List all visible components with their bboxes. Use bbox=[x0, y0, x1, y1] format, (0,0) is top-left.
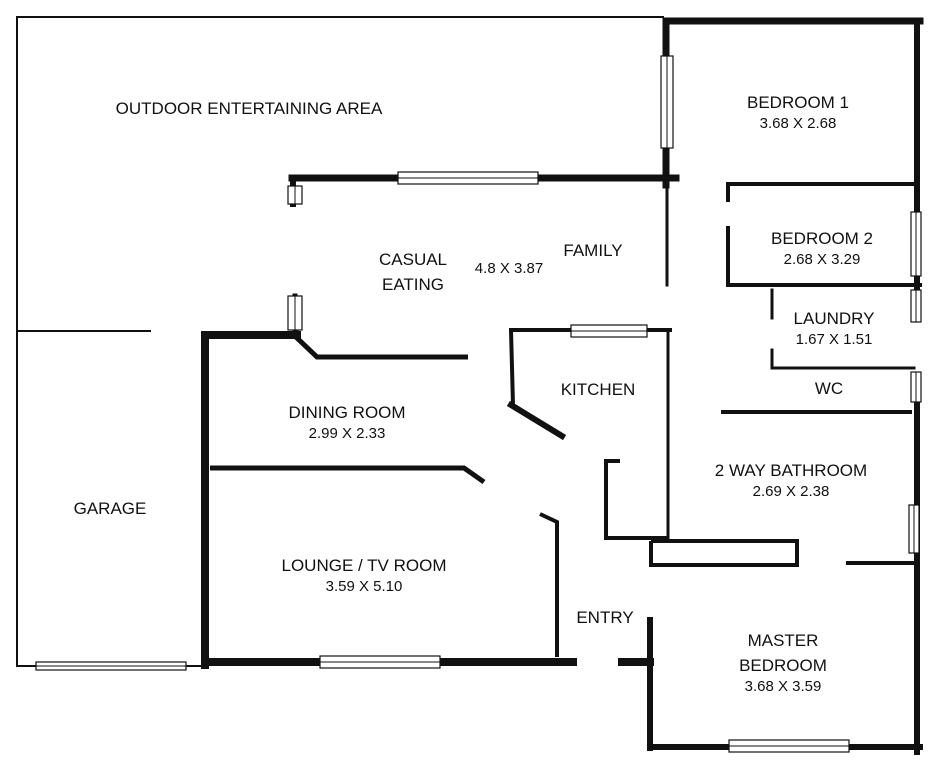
linen-cupboard bbox=[649, 539, 799, 567]
lounge-label: LOUNGE / TV ROOM 3.59 X 5.10 bbox=[282, 555, 447, 597]
laundry-dims: 1.67 X 1.51 bbox=[795, 331, 873, 348]
bathroom-dims: 2.69 X 2.38 bbox=[752, 483, 830, 500]
bathroom-name: 2 WAY BATHROOM bbox=[714, 461, 868, 480]
outdoor-area-label: OUTDOOR ENTERTAINING AREA bbox=[116, 98, 383, 119]
family-name: FAMILY bbox=[563, 241, 623, 260]
casual-eating-name-line2: EATING bbox=[381, 275, 445, 294]
bedroom2-label: BEDROOM 2 2.68 X 3.29 bbox=[771, 228, 873, 270]
wc-label: WC bbox=[815, 378, 843, 399]
entry-label: ENTRY bbox=[576, 607, 633, 628]
entry-name: ENTRY bbox=[576, 608, 634, 627]
master-bedroom-dims: 3.68 X 3.59 bbox=[744, 678, 822, 695]
bedroom2-dims: 2.68 X 3.29 bbox=[783, 251, 861, 268]
pantry-wall bbox=[604, 459, 668, 540]
casual-eating-label: CASUAL EATING bbox=[379, 249, 447, 295]
bedroom1-dims: 3.68 X 2.68 bbox=[759, 115, 837, 132]
casual-eating-name-line1: CASUAL bbox=[378, 250, 448, 269]
master-bedroom-label: MASTER BEDROOM 3.68 X 3.59 bbox=[739, 630, 827, 697]
dining-room-name: DINING ROOM bbox=[288, 403, 406, 422]
bedroom1-name: BEDROOM 1 bbox=[746, 93, 850, 112]
casual-eating-dims: 4.8 X 3.87 bbox=[474, 260, 544, 277]
kitchen-name: KITCHEN bbox=[560, 380, 636, 399]
bedroom1-label: BEDROOM 1 3.68 X 2.68 bbox=[747, 92, 849, 134]
dining-angled-wall bbox=[293, 317, 468, 360]
lounge-dims: 3.59 X 5.10 bbox=[325, 578, 403, 595]
laundry-name: LAUNDRY bbox=[793, 309, 875, 328]
lounge-right-wall bbox=[539, 512, 559, 657]
family-label: FAMILY bbox=[563, 240, 622, 261]
garage-label: GARAGE bbox=[74, 498, 147, 519]
outdoor-area-name: OUTDOOR ENTERTAINING AREA bbox=[115, 99, 383, 118]
dining-room-dims: 2.99 X 2.33 bbox=[308, 425, 386, 442]
laundry-label: LAUNDRY 1.67 X 1.51 bbox=[794, 308, 875, 350]
bathroom-label: 2 WAY BATHROOM 2.69 X 2.38 bbox=[715, 460, 867, 502]
bedroom2-name: BEDROOM 2 bbox=[770, 229, 874, 248]
dining-room-label: DINING ROOM 2.99 X 2.33 bbox=[288, 402, 405, 444]
lounge-top-wall bbox=[210, 465, 486, 485]
casual-eating-dims-label: 4.8 X 3.87 bbox=[475, 258, 543, 279]
garage-name: GARAGE bbox=[73, 499, 147, 518]
master-bedroom-name-line2: BEDROOM bbox=[739, 656, 827, 675]
lounge-name: LOUNGE / TV ROOM bbox=[281, 556, 447, 575]
kitchen-label: KITCHEN bbox=[561, 379, 636, 400]
kitchen-bench bbox=[506, 400, 567, 441]
windows bbox=[35, 55, 922, 753]
master-bedroom-name-line1: MASTER bbox=[747, 631, 819, 650]
wc-name: WC bbox=[814, 379, 844, 398]
